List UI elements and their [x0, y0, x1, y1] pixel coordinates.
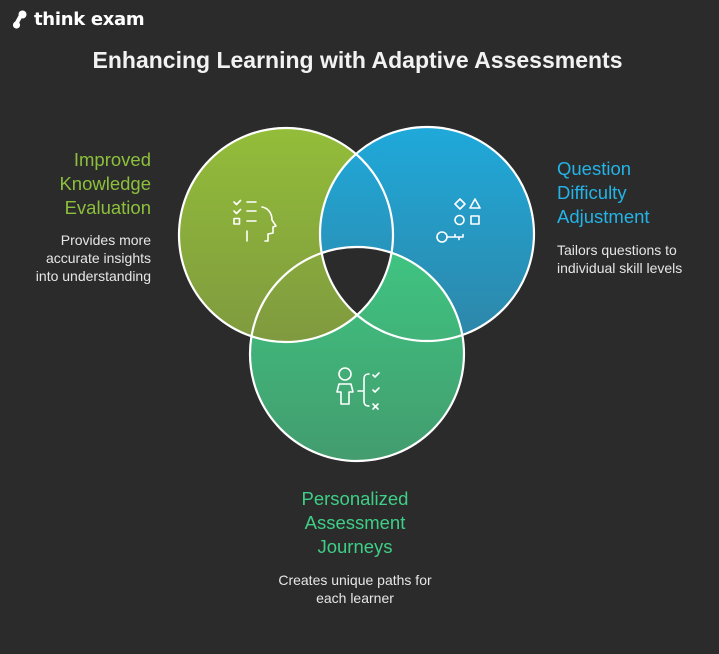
description-line: accurate insights	[45, 250, 151, 266]
section-personalized-journeys-title: Personalized Assessment Journeys	[255, 487, 455, 559]
description-line: Tailors questions to	[557, 242, 677, 258]
checklist-head-icon	[233, 199, 277, 242]
description-line: into understanding	[35, 268, 151, 284]
description-line: Creates unique paths for	[278, 572, 432, 588]
title-line: Improved	[73, 149, 151, 170]
section-knowledge-evaluation-description: Provides more accurate insights into und…	[10, 231, 151, 285]
title-line: Personalized	[301, 488, 409, 509]
title-line: Adjustment	[557, 206, 650, 227]
title-line: Evaluation	[64, 197, 151, 218]
think-exam-logo-icon	[12, 10, 27, 29]
person-branching-choices-icon	[336, 367, 380, 410]
description-line: each learner	[316, 590, 394, 606]
title-line: Knowledge	[59, 173, 151, 194]
title-line: Question	[557, 158, 632, 179]
section-knowledge-evaluation-title: Improved Knowledge Evaluation	[20, 148, 151, 220]
brand-name: think exam	[34, 9, 145, 30]
title-line: Assessment	[304, 512, 406, 533]
description-line: Provides more	[60, 232, 151, 248]
page-title: Enhancing Learning with Adaptive Assessm…	[92, 47, 623, 73]
title-line: Journeys	[317, 536, 393, 557]
description-line: individual skill levels	[557, 260, 683, 276]
shapes-key-icon	[436, 198, 481, 243]
brand-logo: think exam	[12, 9, 145, 30]
section-personalized-journeys-description: Creates unique paths for each learner	[245, 571, 465, 607]
title-line: Difficulty	[557, 182, 627, 203]
section-difficulty-adjustment-title: Question Difficulty Adjustment	[557, 157, 707, 229]
section-difficulty-adjustment-description: Tailors questions to individual skill le…	[557, 241, 717, 277]
